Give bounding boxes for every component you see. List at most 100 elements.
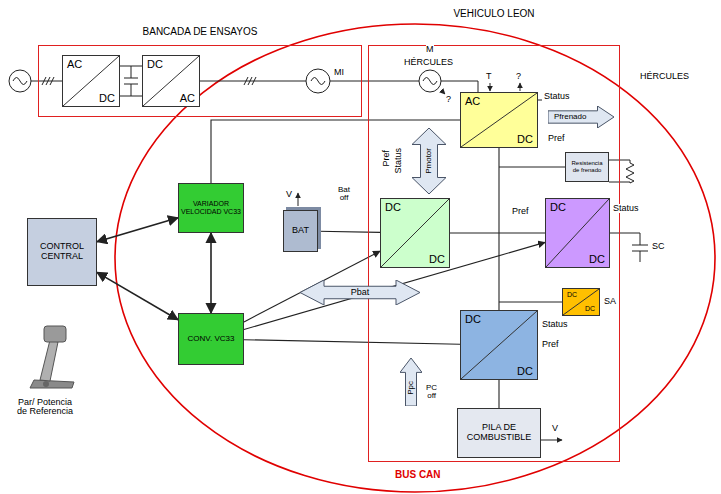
converter-port-label: AC — [67, 58, 82, 70]
box-text-wrap: PILA DE COMBUSTIBLE — [460, 423, 538, 443]
power-label: Pbat — [351, 288, 370, 298]
power-arrow: Pmotor — [412, 128, 446, 194]
region-title: BANCADA DE ENSAYOS — [39, 26, 361, 37]
grid-source — [9, 70, 31, 92]
supercap-wire — [610, 233, 648, 262]
converter-port-label: DC — [147, 58, 163, 70]
connector — [498, 148, 499, 310]
supercap-converter: DC DC — [545, 198, 610, 268]
box-label: VARIADOR VELOCIDAD VC33 — [181, 200, 241, 215]
region-title: VEHICULO LEON — [369, 8, 619, 19]
dcac-converter: DC AC — [142, 55, 200, 107]
status-arrow — [538, 100, 542, 101]
traction-converter: AC DC — [460, 92, 538, 148]
converter-controller-box: CONV. VC33 — [178, 313, 244, 365]
signal-label: Pref — [548, 134, 565, 143]
control-box: CONTROL CENTRAL — [27, 218, 97, 286]
motor-wire — [441, 81, 478, 92]
box-label: BAT — [292, 226, 309, 236]
test-bench-region: BANCADA DE ENSAYOSACDCDCAC — [38, 45, 362, 117]
connector — [97, 272, 178, 319]
signal-arrow — [441, 90, 445, 94]
signal-label: Status — [613, 204, 639, 213]
connector — [244, 340, 460, 345]
converter-port-label: DC — [589, 253, 605, 265]
voltage-arrow — [298, 193, 299, 206]
power-arrow: Pbat — [300, 280, 420, 305]
bus-label: BUS CAN — [395, 470, 441, 481]
converter-port-label: DC — [517, 365, 533, 377]
connector — [498, 380, 499, 408]
bus-wire — [499, 167, 565, 168]
switch-label: PC off — [426, 384, 437, 401]
signal-label: Pref — [542, 340, 559, 349]
signal-label: Pref — [512, 207, 529, 216]
signal-label: V — [552, 424, 558, 433]
battery-box: BAT — [283, 210, 318, 252]
signal-label: Status — [544, 92, 570, 101]
acdc-converter: AC DC — [62, 55, 120, 107]
connector — [97, 218, 178, 242]
box-label: CONTROL CENTRAL — [30, 242, 94, 262]
converter-port-label: DC — [550, 201, 566, 213]
vehicle-region: VEHICULO LEONACDCPfrenadoResistencia de … — [368, 45, 620, 462]
box-label: Resistencia de frenado — [568, 160, 606, 173]
sine-symbol — [311, 78, 325, 85]
three-phase-line — [200, 77, 306, 85]
converter-port-label: AC — [180, 92, 195, 104]
can-bus-ellipse — [115, 24, 715, 492]
connector — [210, 233, 212, 313]
power-label: Pmotor — [425, 148, 434, 174]
vehicle-motor-symbol — [419, 70, 441, 92]
converter-port-label: AC — [465, 95, 480, 107]
component-label: SA — [604, 297, 616, 306]
drive-box: VARIADOR VELOCIDAD VC33 — [178, 183, 244, 233]
motor-label: MI — [334, 68, 344, 77]
converter-port-label: DC — [99, 92, 115, 104]
signal-label: ? — [446, 95, 451, 104]
brake-resistor-box: Resistencia de frenado — [565, 152, 609, 182]
signal-label: Pref — [382, 150, 391, 167]
fuel-cell-converter: DC DC — [460, 310, 538, 380]
converter-port-label: DC — [517, 133, 533, 145]
converter-port-label: DC — [385, 201, 401, 213]
box-label: PILA DE COMBUSTIBLE — [460, 423, 538, 443]
converter-port-label: DC — [585, 305, 595, 313]
dc-link-capacitor — [120, 66, 142, 96]
vehicle-name: HÉRCULES — [640, 72, 689, 81]
bus-wire — [499, 302, 562, 303]
three-phase-line — [31, 77, 62, 85]
signal-label: T — [486, 72, 492, 81]
connector — [318, 231, 380, 232]
motor-name: HÉRCULES — [404, 58, 453, 67]
box-text-wrap: VARIADOR VELOCIDAD VC33 — [181, 200, 241, 215]
power-label: Pfrenado — [554, 113, 586, 122]
converter-port-label: DC — [567, 291, 577, 299]
box-text-wrap: Resistencia de frenado — [568, 160, 606, 173]
shaft-line — [330, 81, 419, 82]
converter-port-label: DC — [429, 253, 445, 265]
box-label: CONV. VC33 — [188, 335, 235, 344]
fuel-cell-box: PILA DE COMBUSTIBLE — [457, 408, 541, 458]
pedal-caption: Par/ Potencia de Referencia — [14, 398, 76, 417]
box-text-wrap: CONV. VC33 — [188, 335, 235, 344]
signal-label: V — [286, 190, 292, 199]
aux-converter: DC DC — [562, 288, 600, 316]
voltage-arrow — [541, 440, 562, 441]
resistor-wire — [609, 160, 634, 183]
box-text-wrap: BAT — [292, 226, 309, 236]
signal-label: Status — [542, 320, 568, 329]
sine-symbol — [13, 78, 27, 85]
motor-label: M — [426, 45, 434, 54]
power-arrow: Ppc — [400, 358, 422, 406]
signal-arrow — [490, 83, 491, 91]
box-text-wrap: CONTROL CENTRAL — [30, 242, 94, 262]
pedal-illustration — [30, 326, 74, 388]
test-motor-symbol — [306, 69, 330, 93]
signal-label: ? — [516, 72, 521, 81]
converter-port-label: DC — [465, 313, 481, 325]
power-label: Ppc — [407, 381, 416, 395]
component-label: SC — [652, 242, 665, 251]
battery-converter: DC DC — [380, 198, 450, 268]
connector — [450, 232, 545, 233]
